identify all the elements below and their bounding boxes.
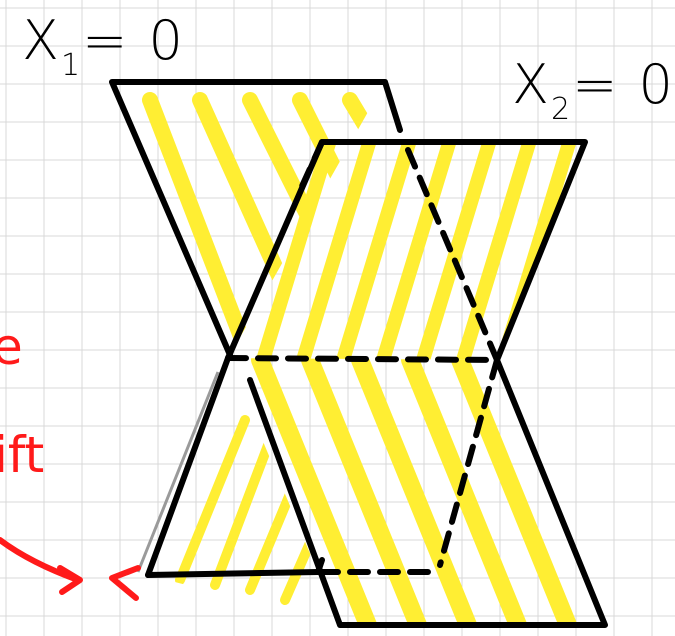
red-annotation-partial-bottom: ift xyxy=(0,426,45,484)
x1-plane-bottom-edge xyxy=(145,569,321,578)
x1-plane-upper-outline xyxy=(109,79,403,358)
x1-rest: = 0 xyxy=(82,9,185,72)
hidden-intersection-line xyxy=(225,355,500,363)
hatch-upper-right-parallelogram xyxy=(253,142,577,360)
x1-sub: 1 xyxy=(61,47,83,83)
x2-equals-zero-label: X2= 0 xyxy=(512,58,675,125)
x1-equals-zero-label: X1= 0 xyxy=(22,14,185,81)
hatch-lower-right-wedge xyxy=(251,358,579,625)
thin-guide-line xyxy=(136,371,220,573)
hidden-left-edge xyxy=(295,139,325,198)
red-annotation-partial-top: e xyxy=(0,318,23,376)
x2-rest: = 0 xyxy=(572,53,675,116)
red-arrow xyxy=(0,537,141,601)
x2-sub: 2 xyxy=(551,91,573,127)
hidden-lower-edge xyxy=(437,357,500,568)
x2-var: X xyxy=(512,53,551,116)
x1-var: X xyxy=(22,9,61,72)
hidden-upper-edge xyxy=(405,147,500,363)
x1-plane-lower-edge xyxy=(145,355,231,578)
